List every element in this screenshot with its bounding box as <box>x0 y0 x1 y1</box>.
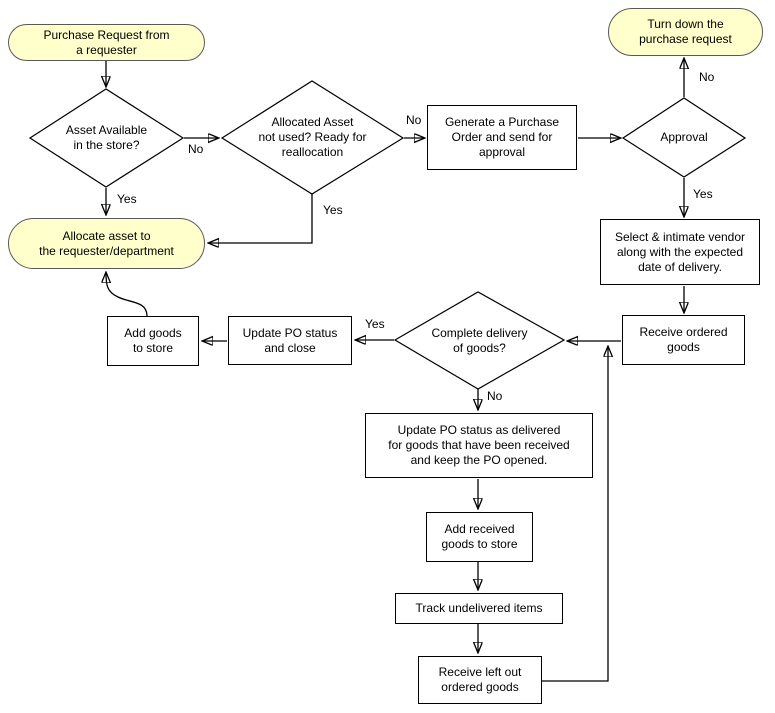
edge-receiveleft-to-receive-loop <box>541 347 608 682</box>
edge-label-delivery-no: No <box>487 389 503 403</box>
decision-asset-available: Asset Available in the store? <box>65 123 148 152</box>
process-track-undelivered: Track undelivered items <box>395 593 563 624</box>
terminator-allocate-asset: Allocate asset to the requester/departme… <box>8 218 205 269</box>
process-generate-po: Generate a Purchase Order and send for a… <box>427 105 577 170</box>
decision-complete-delivery: Complete delivery of goods? <box>431 325 528 355</box>
edge-label-delivery-yes: Yes <box>365 317 385 331</box>
edge-label-realloc-no: No <box>406 113 422 127</box>
terminator-purchase-request: Purchase Request from a requester <box>8 24 205 61</box>
process-update-po-close: Update PO status and close <box>228 316 352 365</box>
process-select-vendor: Select & intimate vendor along with the … <box>600 219 760 285</box>
process-receive-leftout: Receive left out ordered goods <box>418 656 542 704</box>
edge-label-approval-yes: Yes <box>693 187 713 201</box>
process-update-po-open: Update PO status as delivered for goods … <box>365 413 593 478</box>
decision-asset-available-shape <box>28 88 185 188</box>
decision-complete-delivery-shape <box>393 291 566 390</box>
edge-label-realloc-yes: Yes <box>323 203 343 217</box>
process-receive-goods: Receive ordered goods <box>622 315 745 365</box>
decision-reallocation: Allocated Asset not used? Ready for real… <box>258 115 367 159</box>
decision-approval-shape <box>621 97 747 178</box>
decision-reallocation-shape <box>220 80 405 195</box>
process-add-received-goods: Add received goods to store <box>426 512 533 562</box>
edge-label-asset-no: No <box>188 142 204 156</box>
process-add-goods-store: Add goods to store <box>107 316 199 366</box>
edge-realloc-yes-to-allocate <box>209 194 313 243</box>
edge-label-approval-no: No <box>699 70 715 84</box>
decision-approval: Approval <box>660 130 708 144</box>
edge-label-asset-yes: Yes <box>117 192 137 206</box>
terminator-turn-down-request: Turn down the purchase request <box>608 8 763 56</box>
edge-addgoods-to-allocate <box>106 273 148 317</box>
